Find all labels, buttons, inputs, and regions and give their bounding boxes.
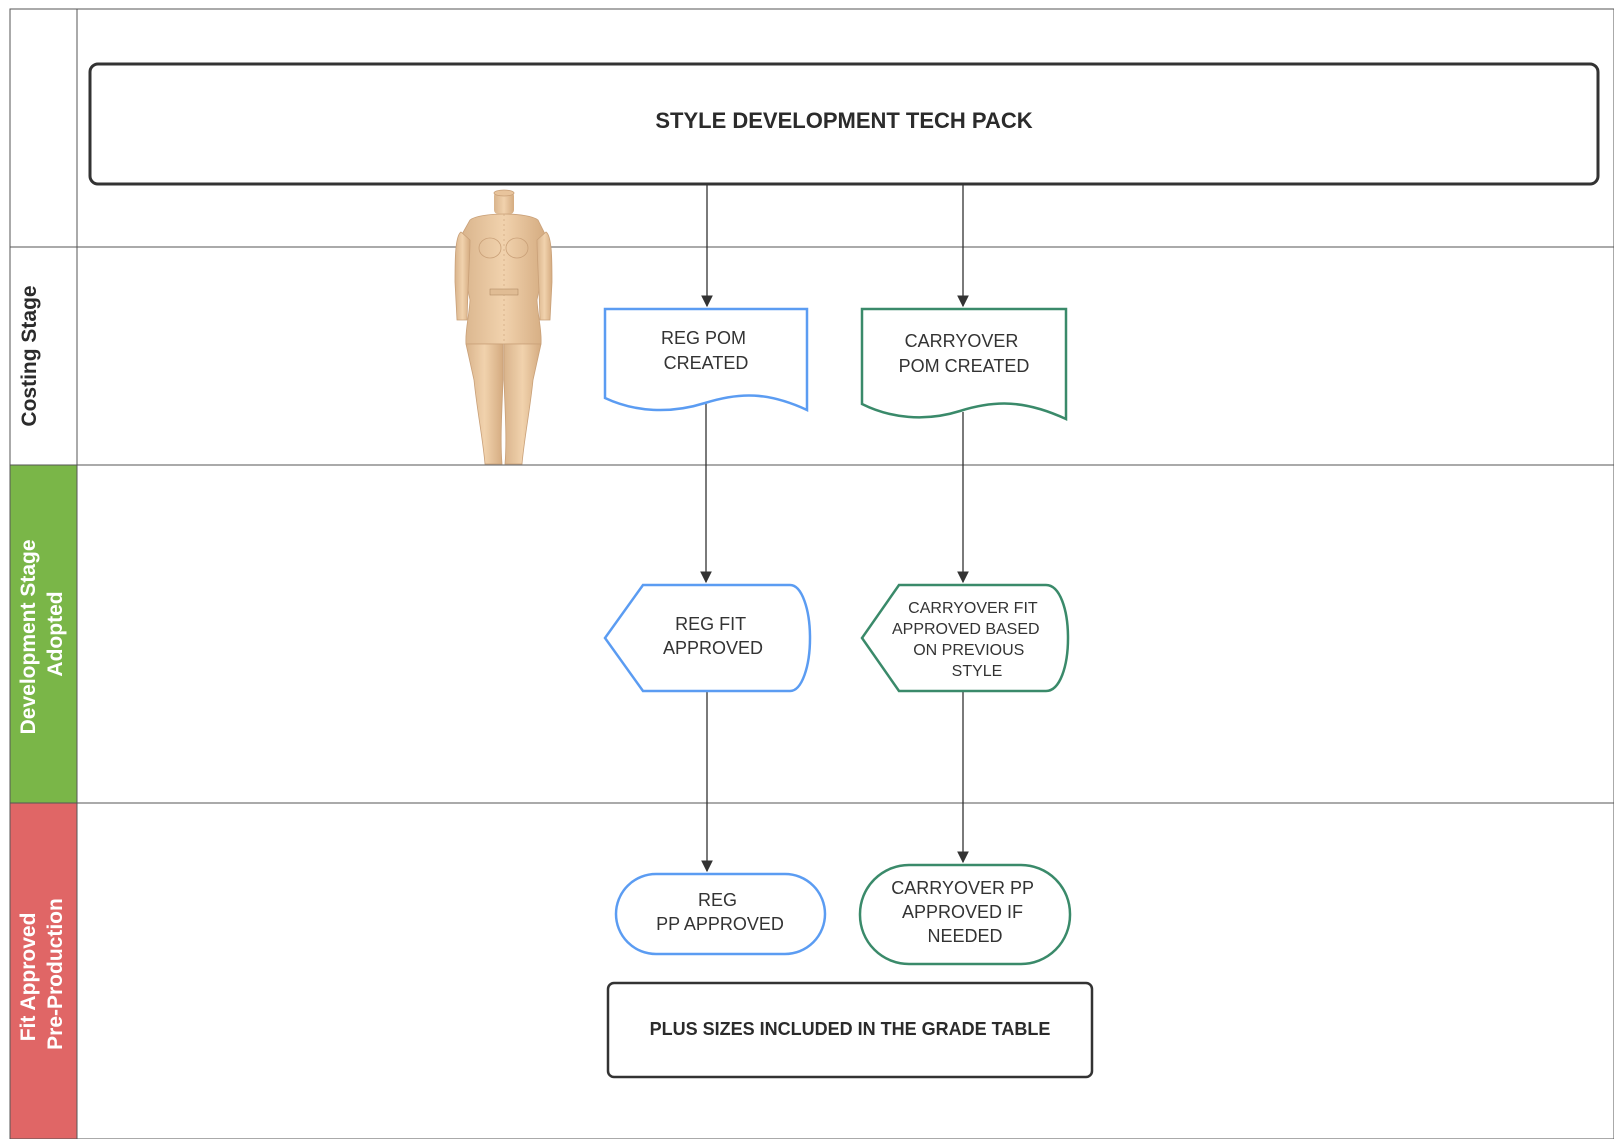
carryover-pom-line-1: CARRYOVER — [905, 331, 1019, 351]
lane-costing-header — [9, 246, 78, 466]
lane-label-development: Development Stage Adopted — [17, 534, 67, 735]
svg-text:CARRYOVER PP APPROVED IF: CARRYOVER PP APPROVED IF NEEDED — [891, 878, 1038, 946]
lane-preproduction-header — [9, 802, 78, 1139]
carryover-pp-line-3: NEEDED — [927, 926, 1002, 946]
lane-label-costing: Costing Stage — [18, 285, 41, 426]
carryover-fit-line-1: CARRYOVER FIT — [908, 600, 1038, 617]
carryover-pp-line-1: CARRYOVER PP — [891, 878, 1034, 898]
svg-text:CARRYOVER POM CREATED: CARRYOVER POM CREATED — [899, 331, 1030, 376]
style-development-tech-pack-box[interactable]: STYLE DEVELOPMENT TECH PACK — [88, 62, 1600, 186]
lane-label-preproduction: Fit Approved Pre-Production — [17, 898, 67, 1050]
dress-form-icon — [454, 189, 553, 465]
reg-fit-line-1: REG FIT — [675, 614, 746, 634]
reg-fit-line-2: APPROVED — [663, 638, 763, 658]
carryover-pom-line-2: POM CREATED — [899, 356, 1030, 376]
carryover-fit-line-3: ON PREVIOUS — [913, 642, 1024, 659]
reg-pom-line-2: CREATED — [664, 353, 749, 373]
svg-text:CARRYOVER FIT APPROVED B: CARRYOVER FIT APPROVED BASED ON PREVIOUS… — [892, 600, 1044, 680]
reg-pp-line-2: PP APPROVED — [656, 914, 784, 934]
carryover-fit-approved-node[interactable]: CARRYOVER FIT APPROVED BASED ON PREVIOUS… — [860, 583, 1070, 693]
swimlane-grid — [9, 8, 1614, 1139]
carryover-fit-line-4: STYLE — [952, 663, 1003, 680]
reg-pom-created-node[interactable]: REG POM CREATED — [603, 307, 809, 412]
carryover-fit-line-2: APPROVED BASED — [892, 621, 1040, 638]
note-box-label: PLUS SIZES INCLUDED IN THE GRADE TABLE — [650, 1019, 1051, 1039]
svg-text:REG POM CREATED: REG POM CREATED — [661, 328, 751, 373]
carryover-pom-created-node[interactable]: CARRYOVER POM CREATED — [860, 307, 1068, 421]
reg-pom-line-1: REG POM — [661, 328, 746, 348]
carryover-pp-line-2: APPROVED IF — [902, 902, 1023, 922]
reg-pp-approved-node[interactable]: REG PP APPROVED — [614, 872, 827, 956]
svg-text:REG FIT APPROVED: REG FIT APPROVED — [663, 614, 763, 658]
connectors — [700, 184, 969, 873]
reg-fit-approved-node[interactable]: REG FIT APPROVED — [603, 583, 812, 693]
carryover-pp-approved-node[interactable]: CARRYOVER PP APPROVED IF NEEDED — [858, 863, 1072, 966]
header-box-label: STYLE DEVELOPMENT TECH PACK — [655, 108, 1032, 133]
plus-sizes-note-box[interactable]: PLUS SIZES INCLUDED IN THE GRADE TABLE — [606, 981, 1094, 1079]
svg-text:REG PP APPROVED: REG PP APPROVED — [656, 890, 784, 934]
reg-pp-line-1: REG — [698, 890, 737, 910]
